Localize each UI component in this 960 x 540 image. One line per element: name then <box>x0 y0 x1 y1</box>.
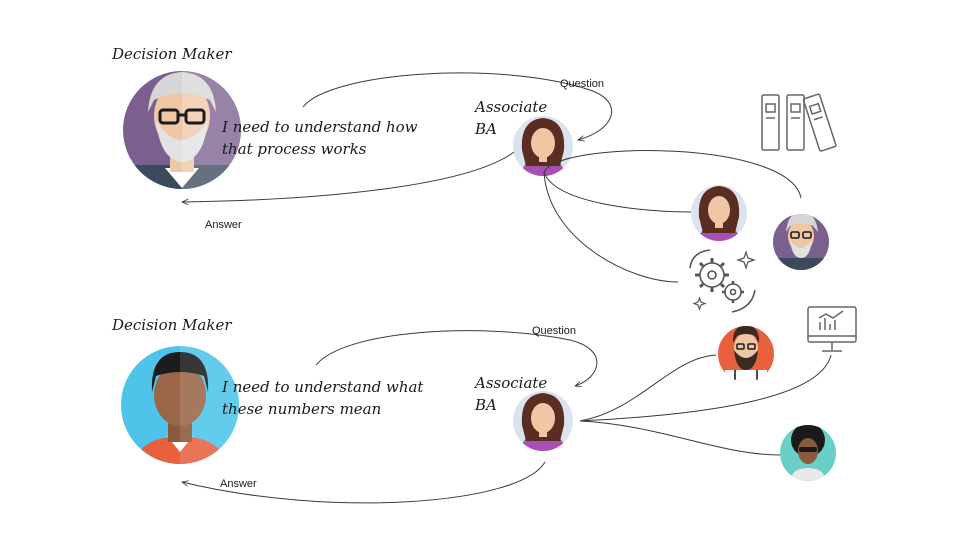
binders-icon <box>761 93 837 152</box>
link-ba1-to-expert <box>543 150 802 199</box>
link-ba2-to-dashboard <box>579 354 832 422</box>
associate-ba-avatar-1 <box>513 116 573 176</box>
question-label-1: Question <box>560 78 604 90</box>
colleague-avatar <box>691 185 747 241</box>
decision-maker-label-2: Decision Maker <box>111 316 232 334</box>
associate-ba-avatar-2 <box>513 391 573 451</box>
statement-1-line-2: that process works <box>222 140 367 158</box>
answer-arrow-2 <box>182 461 546 504</box>
associate-label-2-ba: BA <box>474 396 497 414</box>
statement-2-line-1: I need to understand what <box>221 378 424 396</box>
associate-label-1-ba: BA <box>474 120 497 138</box>
question-arrow-1 <box>302 72 613 140</box>
answer-label-2: Answer <box>220 478 257 490</box>
expert-avatar <box>773 214 829 270</box>
link-ba1-to-process <box>543 171 679 283</box>
question-arrow-2 <box>315 330 598 386</box>
question-label-2: Question <box>532 325 576 337</box>
link-ba1-to-colleague <box>543 171 692 213</box>
link-ba2-to-analyst <box>579 354 717 422</box>
statement-1-line-1: I need to understand how <box>221 118 418 136</box>
answer-arrow-1 <box>182 151 515 202</box>
monitor-chart-icon <box>807 306 857 352</box>
gears-icon <box>689 249 756 313</box>
analyst-avatar <box>718 326 774 382</box>
associate-label-1: Associate <box>473 98 547 116</box>
statement-2-line-2: these numbers mean <box>222 400 381 418</box>
link-ba2-to-specialist <box>579 420 781 456</box>
decision-maker-label-1: Decision Maker <box>111 45 232 63</box>
specialist-avatar <box>780 425 836 481</box>
answer-label-1: Answer <box>205 219 242 231</box>
associate-label-2: Associate <box>473 374 547 392</box>
